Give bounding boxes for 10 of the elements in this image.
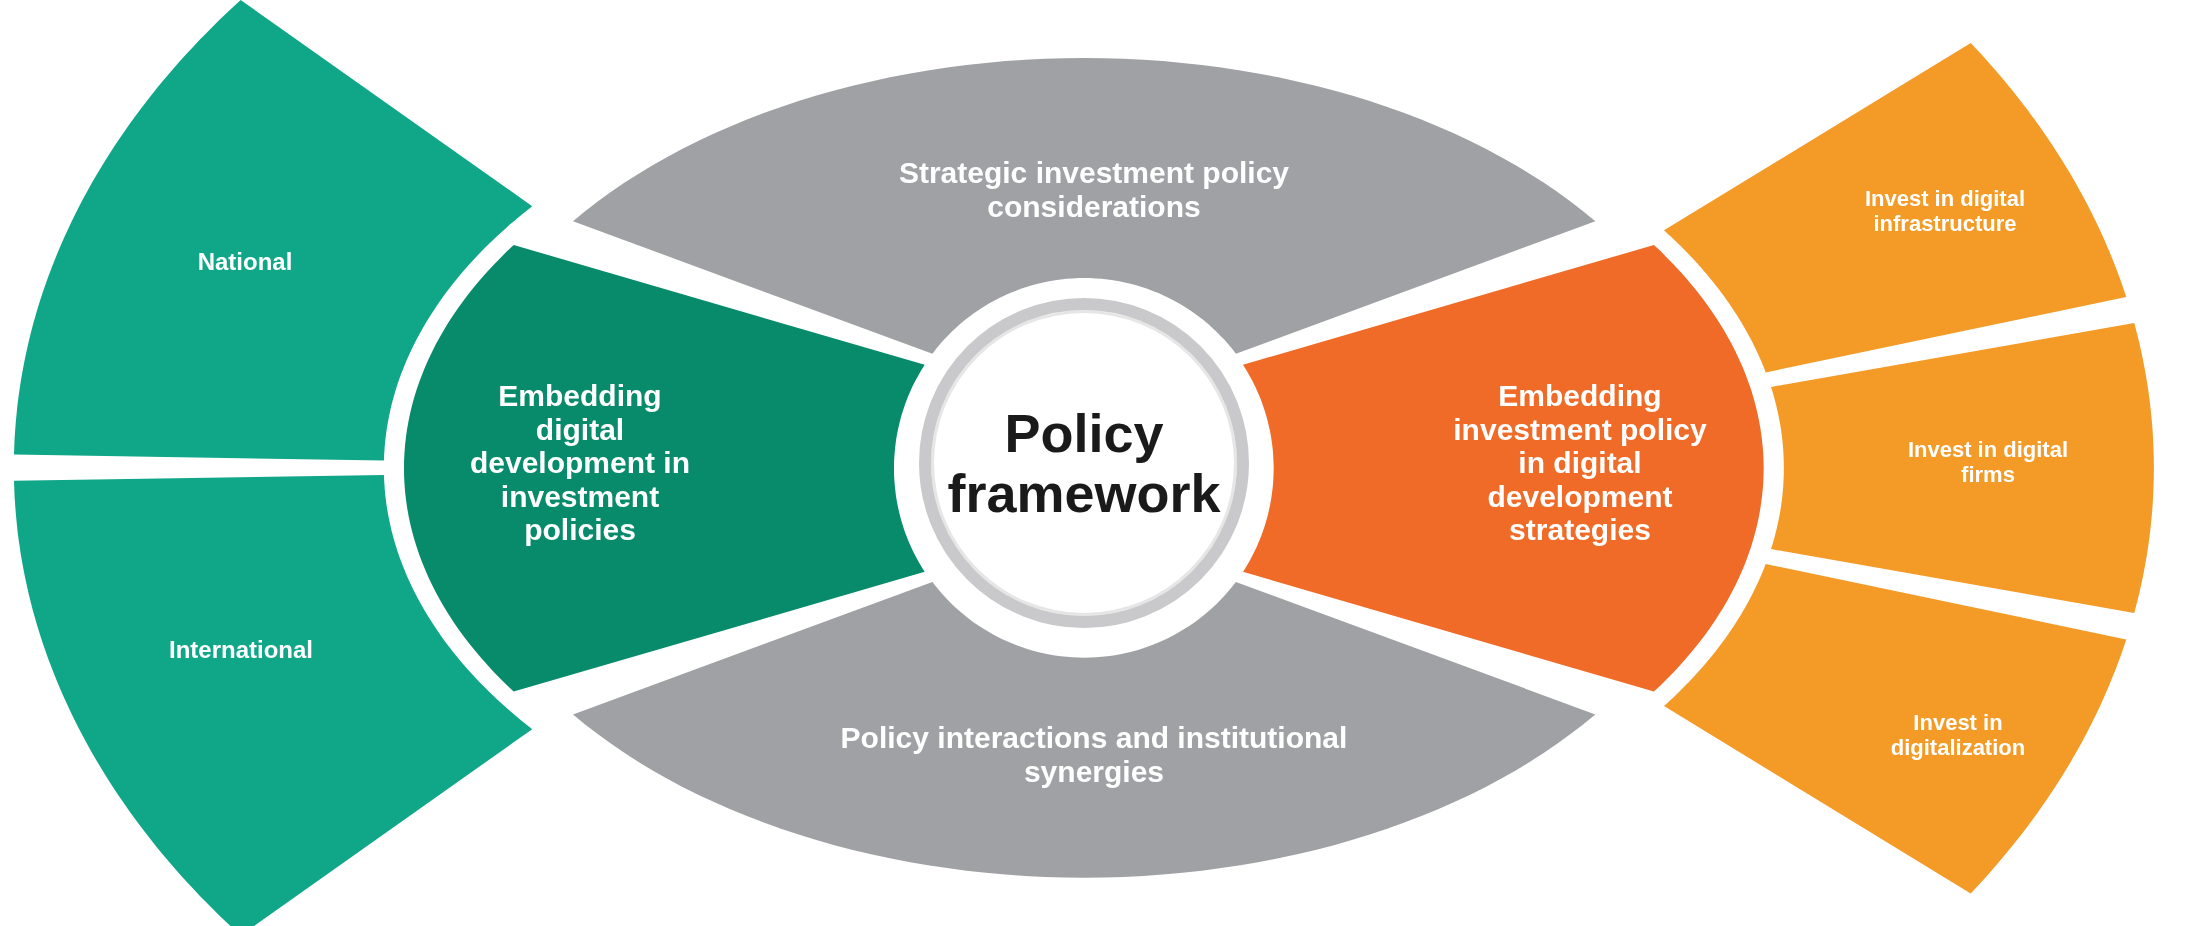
segment-label: Policy interactions and institutional synergies: [839, 721, 1349, 789]
segment-label: Strategic investment policy considerations: [897, 156, 1291, 224]
segment-label: Embedding investment policy in digital development strategies: [1452, 379, 1708, 547]
center-title: Policy framework: [946, 402, 1222, 524]
segment-label: Invest in digital firms: [1906, 438, 2070, 488]
segment-label: Invest in digitalization: [1889, 711, 2027, 761]
segment-label: Invest in digital infrastructure: [1863, 187, 2027, 237]
segment-label: National: [196, 248, 294, 276]
segment-label: International: [167, 636, 314, 664]
segment-label: Embedding digital development in investment policies: [468, 379, 691, 547]
